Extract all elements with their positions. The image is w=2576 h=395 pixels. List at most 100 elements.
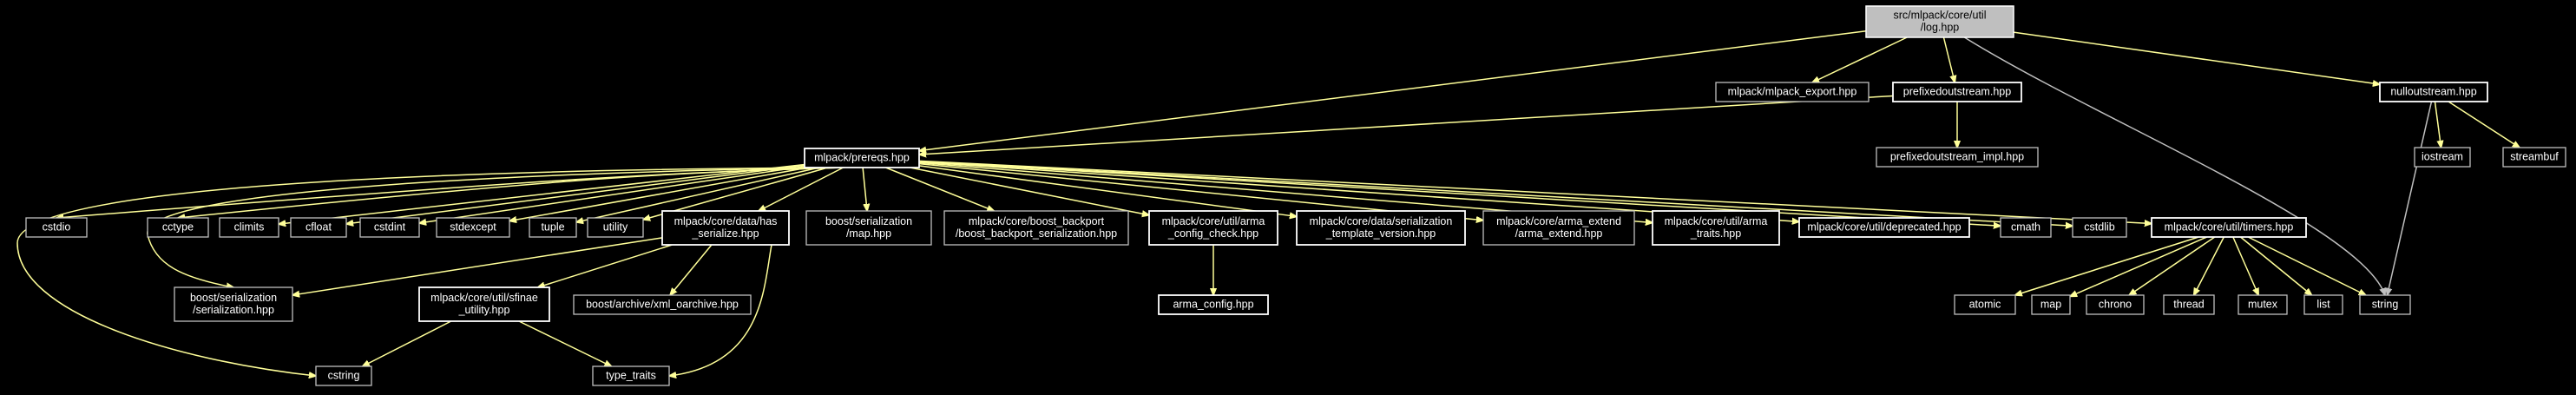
node-boost-backport: mlpack/core/boost_backport/boost_backpor…: [943, 210, 1129, 246]
node-label: cfloat: [306, 221, 332, 233]
node-label: mlpack/core/util/arma: [1665, 215, 1768, 227]
node-iostream: iostream: [2414, 147, 2471, 168]
node-label: streambuf: [2510, 150, 2559, 162]
node-label: string: [2372, 298, 2399, 310]
node-label: _traits.hpp: [1690, 227, 1741, 240]
node-streambuf: streambuf: [2502, 147, 2566, 168]
node-label: mlpack/core/arma_extend: [1496, 215, 1621, 227]
node-box: [1954, 294, 2016, 315]
node-box[interactable]: [2151, 217, 2307, 238]
node-label: map: [2040, 298, 2061, 310]
node-box[interactable]: [1865, 5, 2014, 38]
node-cstdint: cstdint: [359, 217, 420, 238]
node-prefixedoutstream[interactable]: prefixedoutstream.hpp: [1892, 82, 2022, 102]
node-label: mlpack/core/data/serialization: [1310, 215, 1453, 227]
node-label: boost/serialization: [825, 215, 912, 227]
node-box: [147, 217, 209, 238]
node-label: atomic: [1969, 298, 2001, 310]
node-nulloutstream[interactable]: nulloutstream.hpp: [2379, 82, 2488, 102]
node-box: [1715, 82, 1870, 102]
node-has-serialize[interactable]: mlpack/core/data/has_serialize.hpp: [661, 210, 790, 246]
node-box: [436, 217, 510, 238]
node-box: [2000, 217, 2052, 238]
node-label: thread: [2173, 298, 2204, 310]
node-box[interactable]: [1158, 294, 1269, 315]
node-label: /log.hpp: [1921, 21, 1960, 33]
node-log[interactable]: src/mlpack/core/util/log.hpp: [1865, 5, 2014, 38]
node-box: [2303, 294, 2343, 315]
edge-timers-to-mutex: [2232, 236, 2258, 295]
edge-timers-to-atomic: [2015, 236, 2199, 295]
node-cstring: cstring: [315, 365, 372, 386]
node-box: [25, 217, 88, 238]
node-box: [315, 365, 372, 386]
node-deprecated[interactable]: mlpack/core/util/deprecated.hpp: [1798, 217, 1970, 238]
node-box[interactable]: [1652, 210, 1780, 246]
node-box[interactable]: [661, 210, 790, 246]
node-box: [2086, 294, 2145, 315]
edge-log-to-string: [1963, 36, 2385, 295]
node-label: prefixedoutstream.hpp: [1903, 85, 2011, 97]
node-box[interactable]: [418, 286, 550, 322]
edge-prereqs-to-has-serialize: [759, 167, 844, 211]
node-label: cstdio: [43, 221, 71, 233]
node-box[interactable]: [1148, 210, 1278, 246]
node-box: [943, 210, 1129, 246]
edge-prereqs-to-boost-serialization: [147, 167, 845, 287]
node-box: [1876, 147, 2039, 168]
edge-prereqs-to-climits: [279, 163, 805, 224]
node-sfinae[interactable]: mlpack/core/util/sfinae_utility.hpp: [418, 286, 550, 322]
node-box: [573, 294, 752, 315]
node-box[interactable]: [1892, 82, 2022, 102]
node-box: [219, 217, 279, 238]
node-box: [587, 217, 644, 238]
node-box: [592, 365, 670, 386]
node-box: [1482, 210, 1635, 246]
node-label: arma_config.hpp: [1173, 298, 1253, 310]
node-cctype: cctype: [147, 217, 209, 238]
node-box[interactable]: [2379, 82, 2488, 102]
node-box: [2359, 294, 2411, 315]
node-arma-config-check[interactable]: mlpack/core/util/arma_config_check.hpp: [1148, 210, 1278, 246]
node-prereqs[interactable]: mlpack/prereqs.hpp: [804, 148, 920, 168]
edge-log-to-mlpack-export: [1812, 36, 1908, 82]
node-climits: climits: [219, 217, 279, 238]
edge-prereqs-to-stdexcept: [509, 167, 809, 221]
node-label: /boost_backport_serialization.hpp: [956, 227, 1117, 240]
node-arma-traits[interactable]: mlpack/core/util/arma_traits.hpp: [1652, 210, 1780, 246]
node-label: mlpack/prereqs.hpp: [814, 151, 910, 163]
edge-timers-to-string: [2247, 236, 2366, 295]
node-label: mlpack/mlpack_export.hpp: [1728, 85, 1857, 97]
edge-nulloutstream-to-streambuf: [2448, 101, 2520, 148]
node-box: [805, 210, 932, 246]
node-arma-config[interactable]: arma_config.hpp: [1158, 294, 1269, 315]
node-label: _serialize.hpp: [691, 227, 759, 240]
edge-prereqs-to-boost-backport: [885, 167, 994, 211]
edge-nulloutstream-to-string: [2388, 101, 2433, 295]
node-label: type_traits: [606, 369, 656, 381]
node-label: cctype: [162, 221, 194, 233]
edge-has-serialize-to-xml-oarchive: [670, 244, 713, 295]
node-atomic: atomic: [1954, 294, 2016, 315]
node-stdexcept: stdexcept: [436, 217, 510, 238]
node-label: _config_check.hpp: [1167, 227, 1258, 240]
node-box[interactable]: [1798, 217, 1970, 238]
edge-log-to-nulloutstream: [2013, 31, 2380, 84]
node-thread: thread: [2163, 294, 2215, 315]
node-box[interactable]: [804, 148, 920, 168]
node-boost-map: boost/serialization/map.hpp: [805, 210, 932, 246]
node-timers[interactable]: mlpack/core/util/timers.hpp: [2151, 217, 2307, 238]
node-serialization-template[interactable]: mlpack/core/data/serialization_template_…: [1296, 210, 1466, 246]
edge-log-to-prereqs: [919, 30, 1867, 151]
edge-prereqs-to-cfloat: [346, 164, 805, 223]
node-box: [2414, 147, 2471, 168]
node-box: [2238, 294, 2288, 315]
node-list: list: [2303, 294, 2343, 315]
edge-timers-to-map: [2070, 236, 2207, 296]
node-label: iostream: [2422, 150, 2463, 162]
node-label: /arma_extend.hpp: [1515, 227, 1603, 240]
node-box[interactable]: [1296, 210, 1466, 246]
node-label: _template_version.hpp: [1325, 227, 1436, 240]
edges-layer: [16, 30, 2520, 376]
node-label: cstring: [328, 369, 360, 381]
